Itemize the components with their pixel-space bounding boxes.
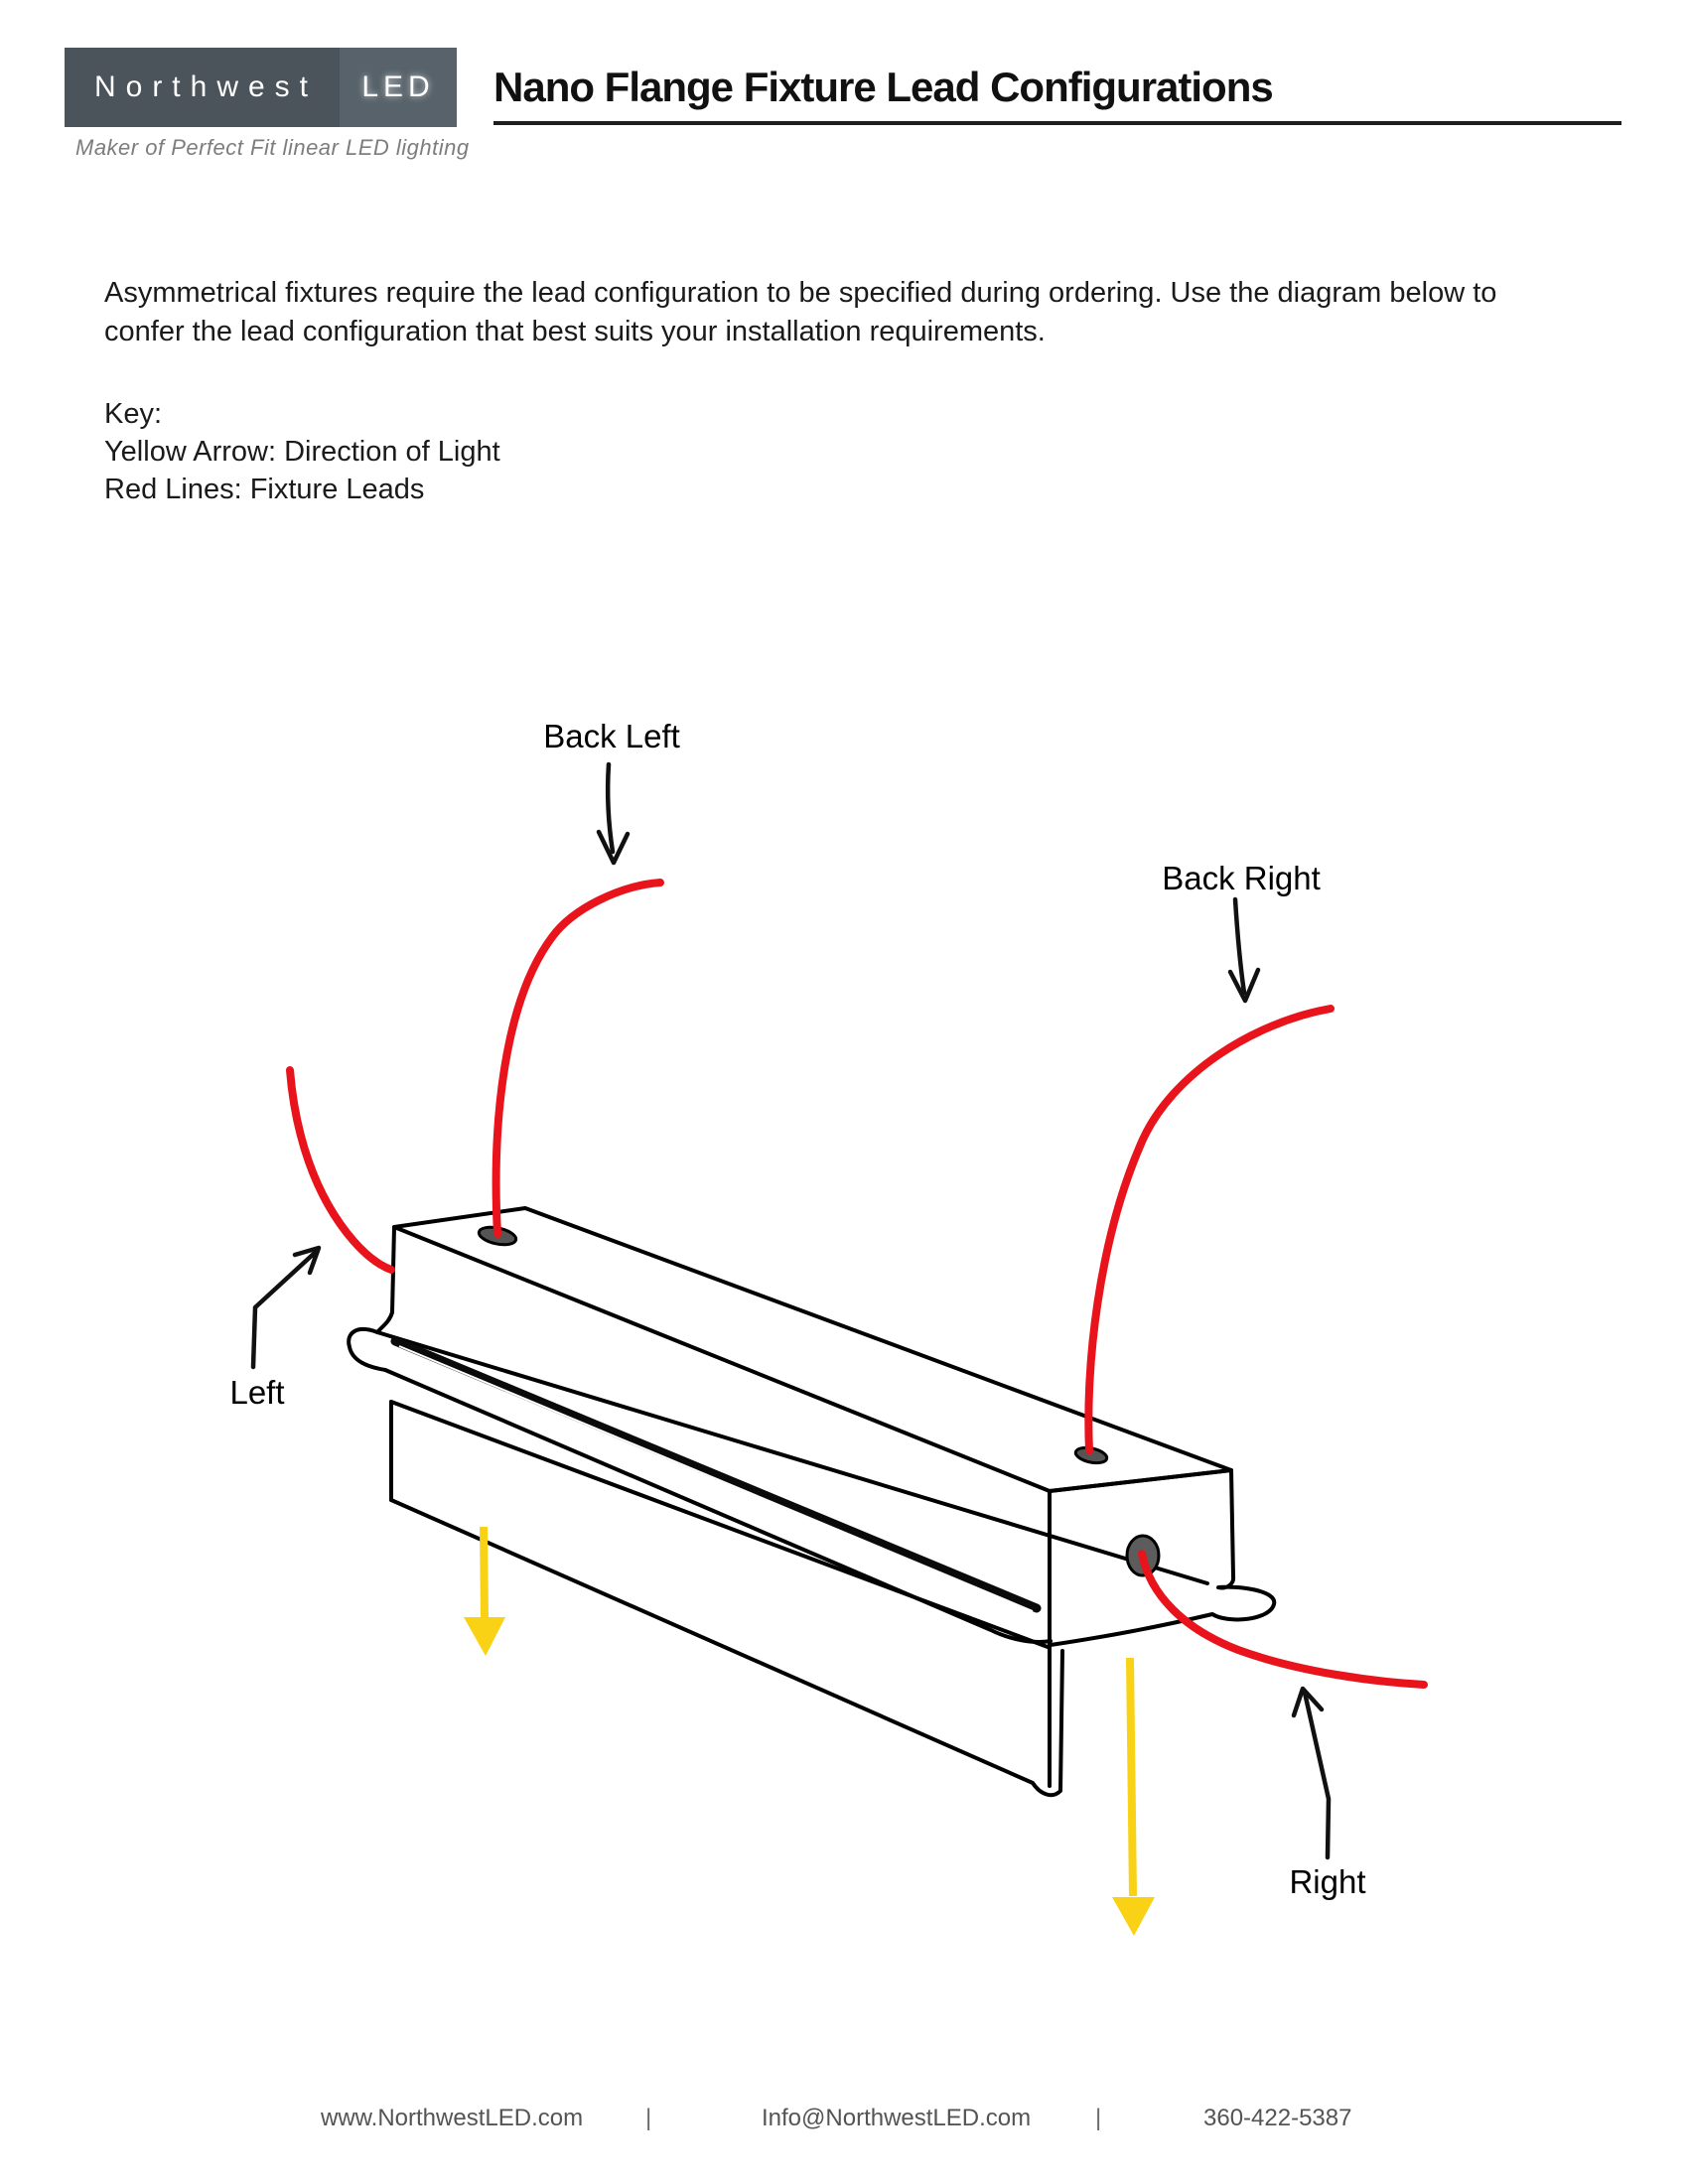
fixture-blade-bottom-edge	[389, 1498, 1064, 1798]
yellow-arrow-left-head	[464, 1617, 505, 1656]
intro-paragraph: Asymmetrical fixtures require the lead c…	[104, 274, 1496, 351]
left-arrow-head	[292, 1245, 322, 1276]
fixture-groove	[390, 1336, 1042, 1613]
lead-left	[286, 1066, 395, 1274]
footer: www.NorthwestLED.com | Info@NorthwestLED…	[0, 2105, 1688, 2144]
lead-back-right	[1084, 1005, 1335, 1454]
footer-phone: 360-422-5387	[1203, 2105, 1352, 2131]
footer-email: Info@NorthwestLED.com	[762, 2105, 1032, 2131]
back-left-arrow-shaft	[605, 761, 616, 855]
label-left: Left	[229, 1374, 284, 1411]
logo-brand-secondary: LED	[340, 48, 457, 127]
fixture-end-face	[1048, 1468, 1277, 1647]
label-back-left: Back Left	[543, 718, 680, 754]
label-back-right: Back Right	[1162, 860, 1321, 896]
intro-line-2: confer the lead configuration that best …	[104, 316, 1046, 347]
key-item-yellow-arrow: Yellow Arrow: Direction of Light	[104, 436, 500, 468]
intro-line-1: Asymmetrical fixtures require the lead c…	[104, 277, 1497, 309]
fixture-flange-underside-edge	[389, 1400, 1050, 1649]
light-direction-arrows	[464, 1526, 1155, 1936]
back-right-arrow-shaft	[1232, 896, 1247, 996]
fixture-flange-top-edge	[375, 1330, 1209, 1585]
back-left-arrow-head	[596, 829, 631, 866]
yellow-arrow-right-shaft	[1126, 1657, 1137, 1897]
footer-website: www.NorthwestLED.com	[321, 2105, 584, 2131]
lead-right	[1138, 1550, 1428, 1689]
right-arrow-head	[1291, 1686, 1325, 1718]
key-heading: Key:	[104, 398, 163, 430]
fixture-leads	[286, 879, 1428, 1689]
lead-back-left	[492, 879, 664, 1238]
label-right: Right	[1289, 1863, 1365, 1900]
fixture-groove-highlight	[398, 1345, 1034, 1612]
logo: Northwest LED	[65, 48, 457, 127]
yellow-arrow-left-shaft	[480, 1526, 489, 1618]
right-arrow-shaft	[1302, 1690, 1332, 1860]
logo-brand-primary: Northwest	[65, 48, 340, 127]
fixture-outline	[347, 1206, 1277, 1798]
yellow-arrow-right-head	[1112, 1897, 1155, 1936]
key-block: Key: Yellow Arrow: Direction of Light Re…	[104, 395, 500, 508]
page-title: Nano Flange Fixture Lead Configurations	[493, 64, 1621, 125]
back-right-arrow-head	[1227, 967, 1261, 1004]
left-arrow-shaft	[250, 1249, 319, 1370]
logo-tagline: Maker of Perfect Fit linear LED lighting	[75, 135, 470, 160]
fixture-flange-left-lip	[347, 1310, 1053, 1644]
footer-separator-1: |	[645, 2105, 652, 2131]
footer-separator-2: |	[1095, 2105, 1102, 2131]
label-arrows	[250, 761, 1332, 1860]
key-item-red-lines: Red Lines: Fixture Leads	[104, 474, 425, 505]
